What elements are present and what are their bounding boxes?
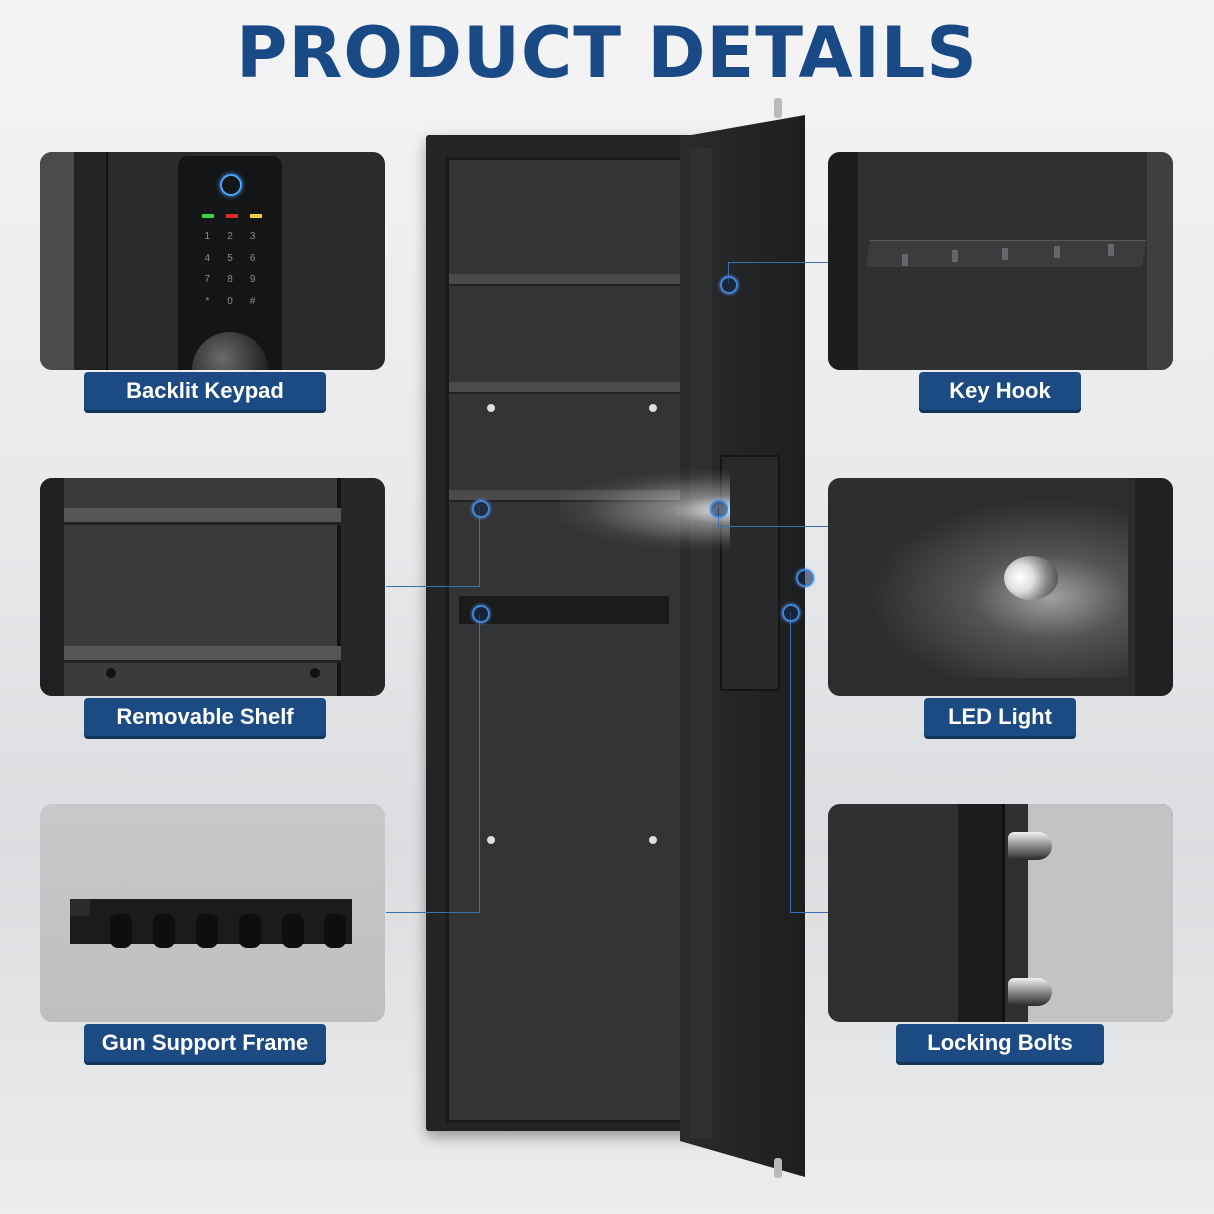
bolt-icon: [1008, 978, 1052, 1006]
hook-icon: [1002, 248, 1008, 260]
connector-line: [728, 262, 729, 284]
keypad-key[interactable]: 5: [227, 252, 233, 264]
label-locking-bolts: Locking Bolts: [896, 1024, 1104, 1062]
keypad-key[interactable]: 9: [249, 274, 256, 285]
mount-hole: [649, 404, 657, 412]
key-hook-panel: [828, 152, 1173, 370]
keypad-unit: 1 2 3 4 5 6 7 8 9 * 0 #: [178, 156, 282, 370]
page-title: PRODUCT DETAILS: [236, 12, 978, 94]
door-inner-edge: [690, 148, 712, 1138]
keypad-grid: 1 2 3 4 5 6 7 8 9 * 0 #: [198, 230, 262, 310]
keypad-key[interactable]: 1: [204, 231, 211, 242]
safe-interior: [446, 157, 690, 1123]
connector-line: [386, 912, 480, 913]
connector-line: [386, 586, 480, 587]
callout-dot: [472, 500, 490, 518]
keypad-key[interactable]: 2: [227, 231, 233, 242]
light-glow: [868, 498, 1128, 678]
callout-dot: [782, 604, 800, 622]
door-hinge-top: [774, 98, 782, 118]
callout-dot: [720, 276, 738, 294]
indicator-lights: [202, 214, 262, 218]
door-edge-right: [1147, 152, 1173, 370]
label-backlit-keypad: Backlit Keypad: [84, 372, 326, 410]
connector-line: [718, 526, 828, 527]
callout-dot: [796, 569, 814, 587]
led-light-panel: [828, 478, 1173, 696]
keypad-key[interactable]: 3: [249, 231, 256, 242]
shelf-bottom: [64, 646, 341, 663]
safe-edge: [40, 152, 74, 370]
callout-dot: [710, 500, 728, 518]
keypad-key[interactable]: #: [249, 295, 256, 307]
keypad-key[interactable]: 6: [249, 252, 256, 264]
door-hinge-bottom: [774, 1158, 782, 1178]
gun-support-panel: [40, 804, 385, 1022]
door-edge: [958, 804, 1005, 1022]
locking-bolts-panel: [828, 804, 1173, 1022]
shelf: [449, 274, 687, 286]
callout-dot: [472, 605, 490, 623]
keypad-key[interactable]: *: [205, 295, 210, 307]
mount-hole: [310, 668, 320, 678]
connector-line: [479, 614, 480, 912]
shelf: [449, 382, 687, 394]
label-gun-support-frame: Gun Support Frame: [84, 1024, 326, 1062]
label-removable-shelf: Removable Shelf: [84, 698, 326, 736]
hook-icon: [902, 254, 908, 266]
mount-hole: [106, 668, 116, 678]
hook-icon: [952, 250, 958, 262]
hook-icon: [1054, 246, 1060, 258]
frame-face: [1028, 804, 1173, 1022]
bolt-icon: [1008, 832, 1052, 860]
knob-icon[interactable]: [192, 332, 268, 370]
led-light-icon: [1004, 556, 1058, 600]
keypad-key[interactable]: 0: [227, 295, 233, 307]
led-beam: [560, 470, 730, 550]
gun-safe-body: [426, 135, 722, 1131]
shelf-left-wall: [40, 478, 64, 696]
removable-shelf-panel: [40, 478, 385, 696]
door-lock-panel: [720, 455, 780, 691]
gun-support-frame: [459, 596, 669, 624]
keypad-key[interactable]: 7: [204, 274, 211, 285]
indicator-red: [226, 214, 238, 218]
keypad-key[interactable]: 8: [227, 274, 233, 285]
indicator-yellow: [250, 214, 262, 218]
safe-frame: [74, 152, 108, 370]
connector-line: [790, 612, 791, 912]
hook-icon: [1108, 244, 1114, 256]
mount-hole: [487, 404, 495, 412]
keypad-key[interactable]: 4: [204, 252, 211, 264]
connector-line: [479, 507, 480, 587]
label-key-hook: Key Hook: [919, 372, 1081, 410]
gun-support-frame-image: [70, 899, 352, 948]
label-led-light: LED Light: [924, 698, 1076, 736]
keypad-panel: 1 2 3 4 5 6 7 8 9 * 0 #: [40, 152, 385, 370]
connector-line: [790, 912, 828, 913]
connector-line: [728, 262, 828, 263]
door-edge: [828, 152, 858, 370]
fingerprint-icon: [220, 174, 242, 196]
shelf-top: [64, 508, 341, 525]
mount-hole: [649, 836, 657, 844]
frame-edge: [1135, 478, 1173, 696]
mount-hole: [487, 836, 495, 844]
shelf-right-wall: [337, 478, 385, 696]
indicator-green: [202, 214, 214, 218]
